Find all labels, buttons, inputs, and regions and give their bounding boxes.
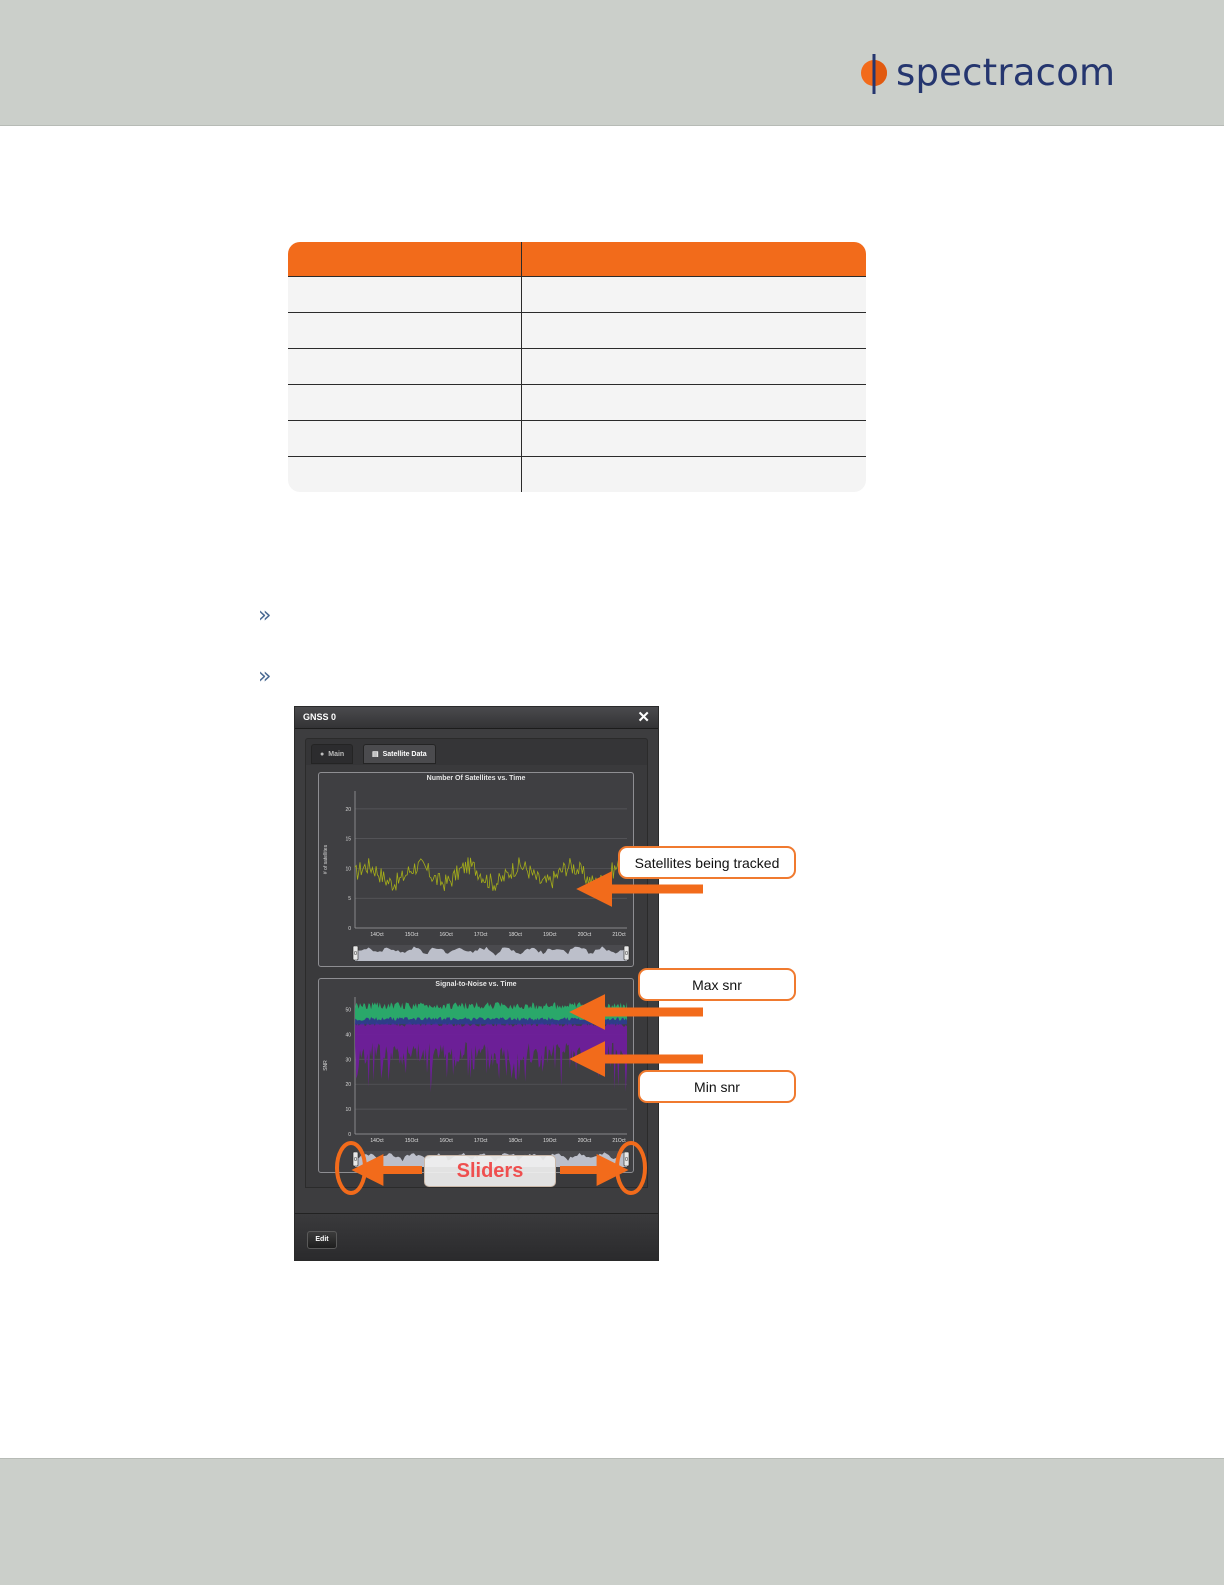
table-header-divider xyxy=(521,242,522,276)
table-row-divider xyxy=(288,420,866,421)
window-footer: Edit xyxy=(295,1213,658,1260)
slider-handle-label: 0 xyxy=(354,951,357,957)
table-row-divider xyxy=(288,384,866,385)
y-tick-label: 40 xyxy=(345,1032,351,1038)
satellites-chart-plot: 0 5 10 15 20 # of satellites 14Oct 15Oct 16Oct 17… xyxy=(323,791,630,961)
bullet-marker: » xyxy=(258,664,272,689)
x-tick-label: 17Oct xyxy=(474,932,488,938)
edit-button[interactable]: Edit xyxy=(307,1231,337,1249)
x-tick-label: 16Oct xyxy=(439,932,453,938)
tab-main-label: Main xyxy=(328,750,345,758)
slider-handle-right xyxy=(623,945,630,961)
data-table xyxy=(288,242,866,492)
page-header: spectracom xyxy=(0,0,1224,126)
x-tick-label: 18Oct xyxy=(509,932,523,938)
x-tick-label: 15Oct xyxy=(405,932,419,938)
chart-title: Signal-to-Noise vs. Time xyxy=(435,981,517,988)
series-line-satellites xyxy=(354,857,628,892)
satellites-chart: Number Of Satellites vs. Time 0 5 10 15 20 # … xyxy=(318,772,634,967)
brand-name: spectracom xyxy=(896,51,1116,94)
series-area-min-snr xyxy=(355,1021,627,1093)
tab-main[interactable]: ● Main xyxy=(311,744,354,764)
x-tick-label: 21Oct xyxy=(612,932,626,938)
y-tick-label: 10 xyxy=(345,866,351,872)
slider-left-highlight xyxy=(335,1141,367,1195)
table-row-divider xyxy=(288,456,866,457)
spectracom-logo: spectracom xyxy=(858,50,1115,96)
tab-satellite-data[interactable]: ▤ Satellite Data xyxy=(363,744,436,764)
tab-satellite-data-label: Satellite Data xyxy=(382,750,427,758)
callout-satellites: Satellites being tracked xyxy=(618,846,796,879)
x-tick-label: 20Oct xyxy=(578,932,592,938)
x-tick-label: 16Oct xyxy=(439,1138,453,1144)
callout-max-snr: Max snr xyxy=(638,968,796,1001)
callout-min-snr: Min snr xyxy=(638,1070,796,1103)
x-tick-label: 15Oct xyxy=(405,1138,419,1144)
y-tick-label: 0 xyxy=(348,926,351,932)
x-tick-label: 20Oct xyxy=(578,1138,592,1144)
x-tick-label: 19Oct xyxy=(543,932,557,938)
slider-handle-left xyxy=(352,945,359,961)
table-row-divider xyxy=(288,312,866,313)
y-tick-label: 30 xyxy=(345,1057,351,1063)
series-area-max-snr xyxy=(355,1002,627,1021)
info-icon: ● xyxy=(320,750,325,758)
y-tick-label: 15 xyxy=(345,837,351,843)
y-tick-label: 10 xyxy=(345,1107,351,1113)
logo-mark-icon xyxy=(861,54,887,94)
window-title: GNSS 0 xyxy=(303,712,337,722)
close-icon[interactable]: ✕ xyxy=(637,709,650,726)
chart-title: Number Of Satellites vs. Time xyxy=(426,775,526,782)
page-footer xyxy=(0,1458,1224,1585)
table-row-divider xyxy=(288,348,866,349)
y-tick-label: 0 xyxy=(348,1132,351,1138)
slider-handle-label: 0 xyxy=(625,951,628,957)
navigator-series xyxy=(355,946,627,961)
tab-bar: ● Main ▤ Satellite Data xyxy=(305,738,648,767)
callout-sliders: Sliders xyxy=(424,1155,556,1187)
y-tick-label: 20 xyxy=(345,807,351,813)
x-tick-label: 19Oct xyxy=(543,1138,557,1144)
y-axis-label: SNR xyxy=(323,1060,329,1071)
slider-right-highlight xyxy=(615,1141,647,1195)
window-titlebar: GNSS 0 ✕ xyxy=(295,707,658,729)
y-axis-label: # of satellites xyxy=(323,844,329,874)
chart-icon: ▤ xyxy=(372,751,379,758)
x-tick-label: 21Oct xyxy=(612,1138,626,1144)
y-tick-label: 5 xyxy=(348,896,351,902)
x-tick-label: 18Oct xyxy=(509,1138,523,1144)
y-tick-label: 20 xyxy=(345,1082,351,1088)
x-tick-label: 14Oct xyxy=(370,932,384,938)
x-tick-label: 17Oct xyxy=(474,1138,488,1144)
y-tick-label: 50 xyxy=(345,1007,351,1013)
table-row-divider xyxy=(288,276,866,277)
table-header-row xyxy=(288,242,866,276)
x-tick-label: 14Oct xyxy=(370,1138,384,1144)
bullet-marker: » xyxy=(258,603,272,628)
